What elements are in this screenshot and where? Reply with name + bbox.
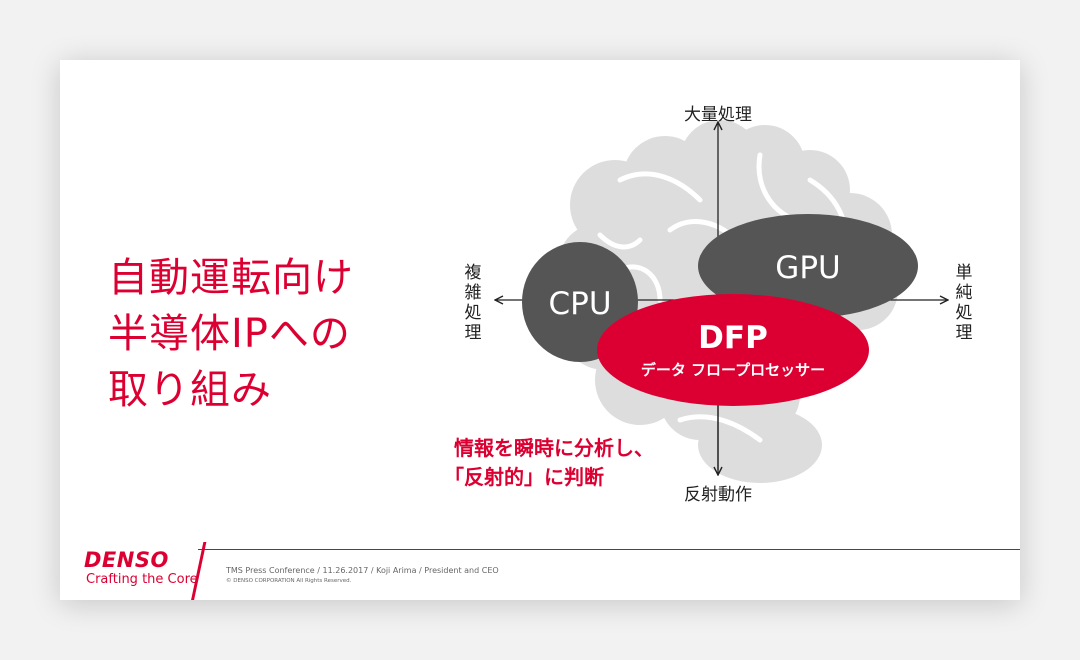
- gpu-ellipse: [698, 214, 918, 318]
- dfp-label: DFP: [698, 320, 768, 356]
- svg-text:単: 単: [956, 263, 973, 283]
- svg-text:純: 純: [956, 283, 973, 303]
- svg-text:雑: 雑: [465, 283, 482, 303]
- slide: 自動運転向け 半導体IPへの 取り組み: [60, 60, 1020, 600]
- svg-text:処: 処: [465, 303, 482, 323]
- gpu-label: GPU: [775, 250, 840, 286]
- headline-line-3: 取り組み: [108, 367, 272, 413]
- svg-text:理: 理: [956, 323, 973, 343]
- headline-line-1: 自動運転向け: [108, 255, 354, 301]
- dfp-note-line-1: 情報を瞬時に分析し、: [454, 436, 654, 460]
- logo-tagline: Crafting the Core: [86, 572, 198, 587]
- axis-label-top: 大量処理: [684, 105, 752, 125]
- svg-text:複: 複: [465, 263, 482, 283]
- footer-copyright: © DENSO CORPORATION All Rights Reserved.: [226, 578, 352, 584]
- processor-diagram: 大量処理 反射動作 複 雑 処 理 単 純 処 理 CPU GPU DFP デー…: [444, 105, 973, 505]
- svg-text:理: 理: [465, 323, 482, 343]
- dfp-sublabel: データ フロープロセッサー: [641, 361, 825, 379]
- slide-headline: 自動運転向け 半導体IPへの 取り組み: [108, 250, 408, 418]
- dfp-ellipse: [597, 294, 869, 406]
- denso-logo: DENSO: [84, 548, 169, 572]
- axis-label-right: 単 純 処 理: [956, 263, 973, 343]
- dfp-note-line-2: 「反射的」に判断: [444, 465, 604, 489]
- headline-line-2: 半導体IPへの: [108, 311, 351, 357]
- axis-label-left: 複 雑 処 理: [465, 263, 482, 343]
- footer-divider: [198, 549, 1020, 550]
- axis-label-bottom: 反射動作: [684, 485, 752, 505]
- cpu-label: CPU: [548, 286, 611, 322]
- footer-meta: TMS Press Conference / 11.26.2017 / Koji…: [226, 566, 499, 575]
- svg-text:処: 処: [956, 303, 973, 323]
